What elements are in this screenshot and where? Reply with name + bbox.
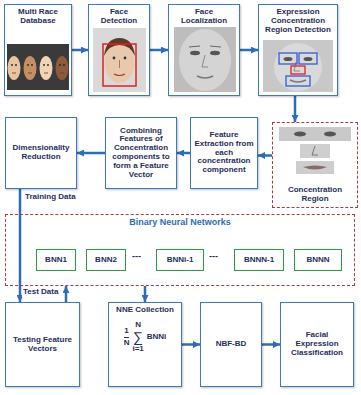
flow-arrow — [258, 154, 272, 157]
flow-arrow — [177, 152, 190, 155]
face-detection-image — [93, 28, 146, 92]
fraction: 1N — [124, 327, 130, 348]
node-label: NNE Collection — [116, 306, 174, 315]
process-box: Testing Feature Vectors — [5, 302, 80, 387]
ellipsis-label: --- — [132, 252, 141, 262]
concentration-strips — [279, 127, 351, 174]
flow-arrow — [240, 49, 258, 52]
formula-term: 1 — [124, 327, 128, 336]
flow-arrow — [77, 152, 105, 155]
fraction-bar — [124, 337, 130, 338]
process-box: Face Localization — [168, 4, 240, 96]
process-box: Face Detection — [88, 4, 150, 96]
summation: N∑i=1 — [132, 321, 143, 354]
node-label: BNNN-1 — [244, 256, 274, 265]
region-group: Concentration Region — [272, 122, 358, 208]
network-box: BNN1 — [36, 249, 76, 271]
flow-arrow — [294, 96, 297, 122]
face-localization-image — [174, 27, 236, 92]
process-box: Expression Concentration Region Detectio… — [258, 4, 338, 96]
node-label: BNNi-1 — [167, 256, 194, 265]
network-box: BNNN — [294, 249, 342, 271]
node-label: Concentration Region — [276, 186, 354, 204]
formula-term: BNNi — [147, 333, 167, 342]
formula-term: i=1 — [132, 345, 143, 354]
node-label: Multi Race Database — [8, 8, 68, 26]
sum-symbol: ∑ — [133, 330, 143, 345]
region-detection-image — [263, 40, 333, 92]
flow-arrow — [72, 49, 88, 52]
formula: 1NN∑i=1BNNi — [124, 321, 167, 354]
node-label: Testing Feature Vectors — [9, 336, 76, 354]
ellipsis-label: --- — [209, 252, 218, 262]
node-label: Combining Features of Concentration comp… — [109, 127, 173, 180]
network-box: BNNN-1 — [234, 249, 284, 271]
node-label: Expression Concentration Region Detectio… — [262, 8, 334, 34]
node-label: BNNN — [306, 256, 329, 265]
node-label: BNN2 — [95, 256, 117, 265]
face-samples — [7, 44, 69, 90]
network-group: Binary Neural NetworksBNN1 BNN2 BNNi-1 BNNN… — [5, 214, 355, 286]
flow-arrow — [262, 343, 280, 346]
flow-arrow — [65, 286, 68, 302]
network-box: BNN2 — [86, 249, 126, 271]
process-box: NNE Collection1NN∑i=1BNNi — [108, 302, 182, 387]
node-label: Facial Expression Classification — [284, 331, 350, 357]
flow-arrow — [150, 49, 168, 52]
network-box: BNNi-1 — [156, 249, 204, 271]
process-box: Facial Expression Classification — [280, 302, 354, 387]
node-label: NBF-BD — [216, 340, 247, 349]
process-box: Dimensionality Reduction — [5, 117, 77, 189]
flow-arrow — [144, 286, 147, 302]
node-label: Feature Extraction from each concentrati… — [194, 131, 254, 175]
edge-label: Test Data — [22, 288, 59, 297]
node-label: Face Localization — [172, 8, 236, 26]
edge-label: Training Data — [24, 193, 77, 202]
process-box: Feature Extraction from each concentrati… — [190, 117, 258, 189]
process-box: Combining Features of Concentration comp… — [105, 117, 177, 189]
node-label: Dimensionality Reduction — [9, 144, 73, 162]
process-box: Multi Race Database — [4, 4, 72, 96]
group-title: Binary Neural Networks — [129, 218, 231, 228]
flow-arrow — [182, 343, 200, 346]
node-label: BNN1 — [45, 256, 67, 265]
node-label: Face Detection — [92, 8, 146, 26]
formula-term: N — [135, 321, 141, 330]
process-box: NBF-BD — [200, 302, 262, 387]
formula-term: N — [124, 339, 130, 348]
